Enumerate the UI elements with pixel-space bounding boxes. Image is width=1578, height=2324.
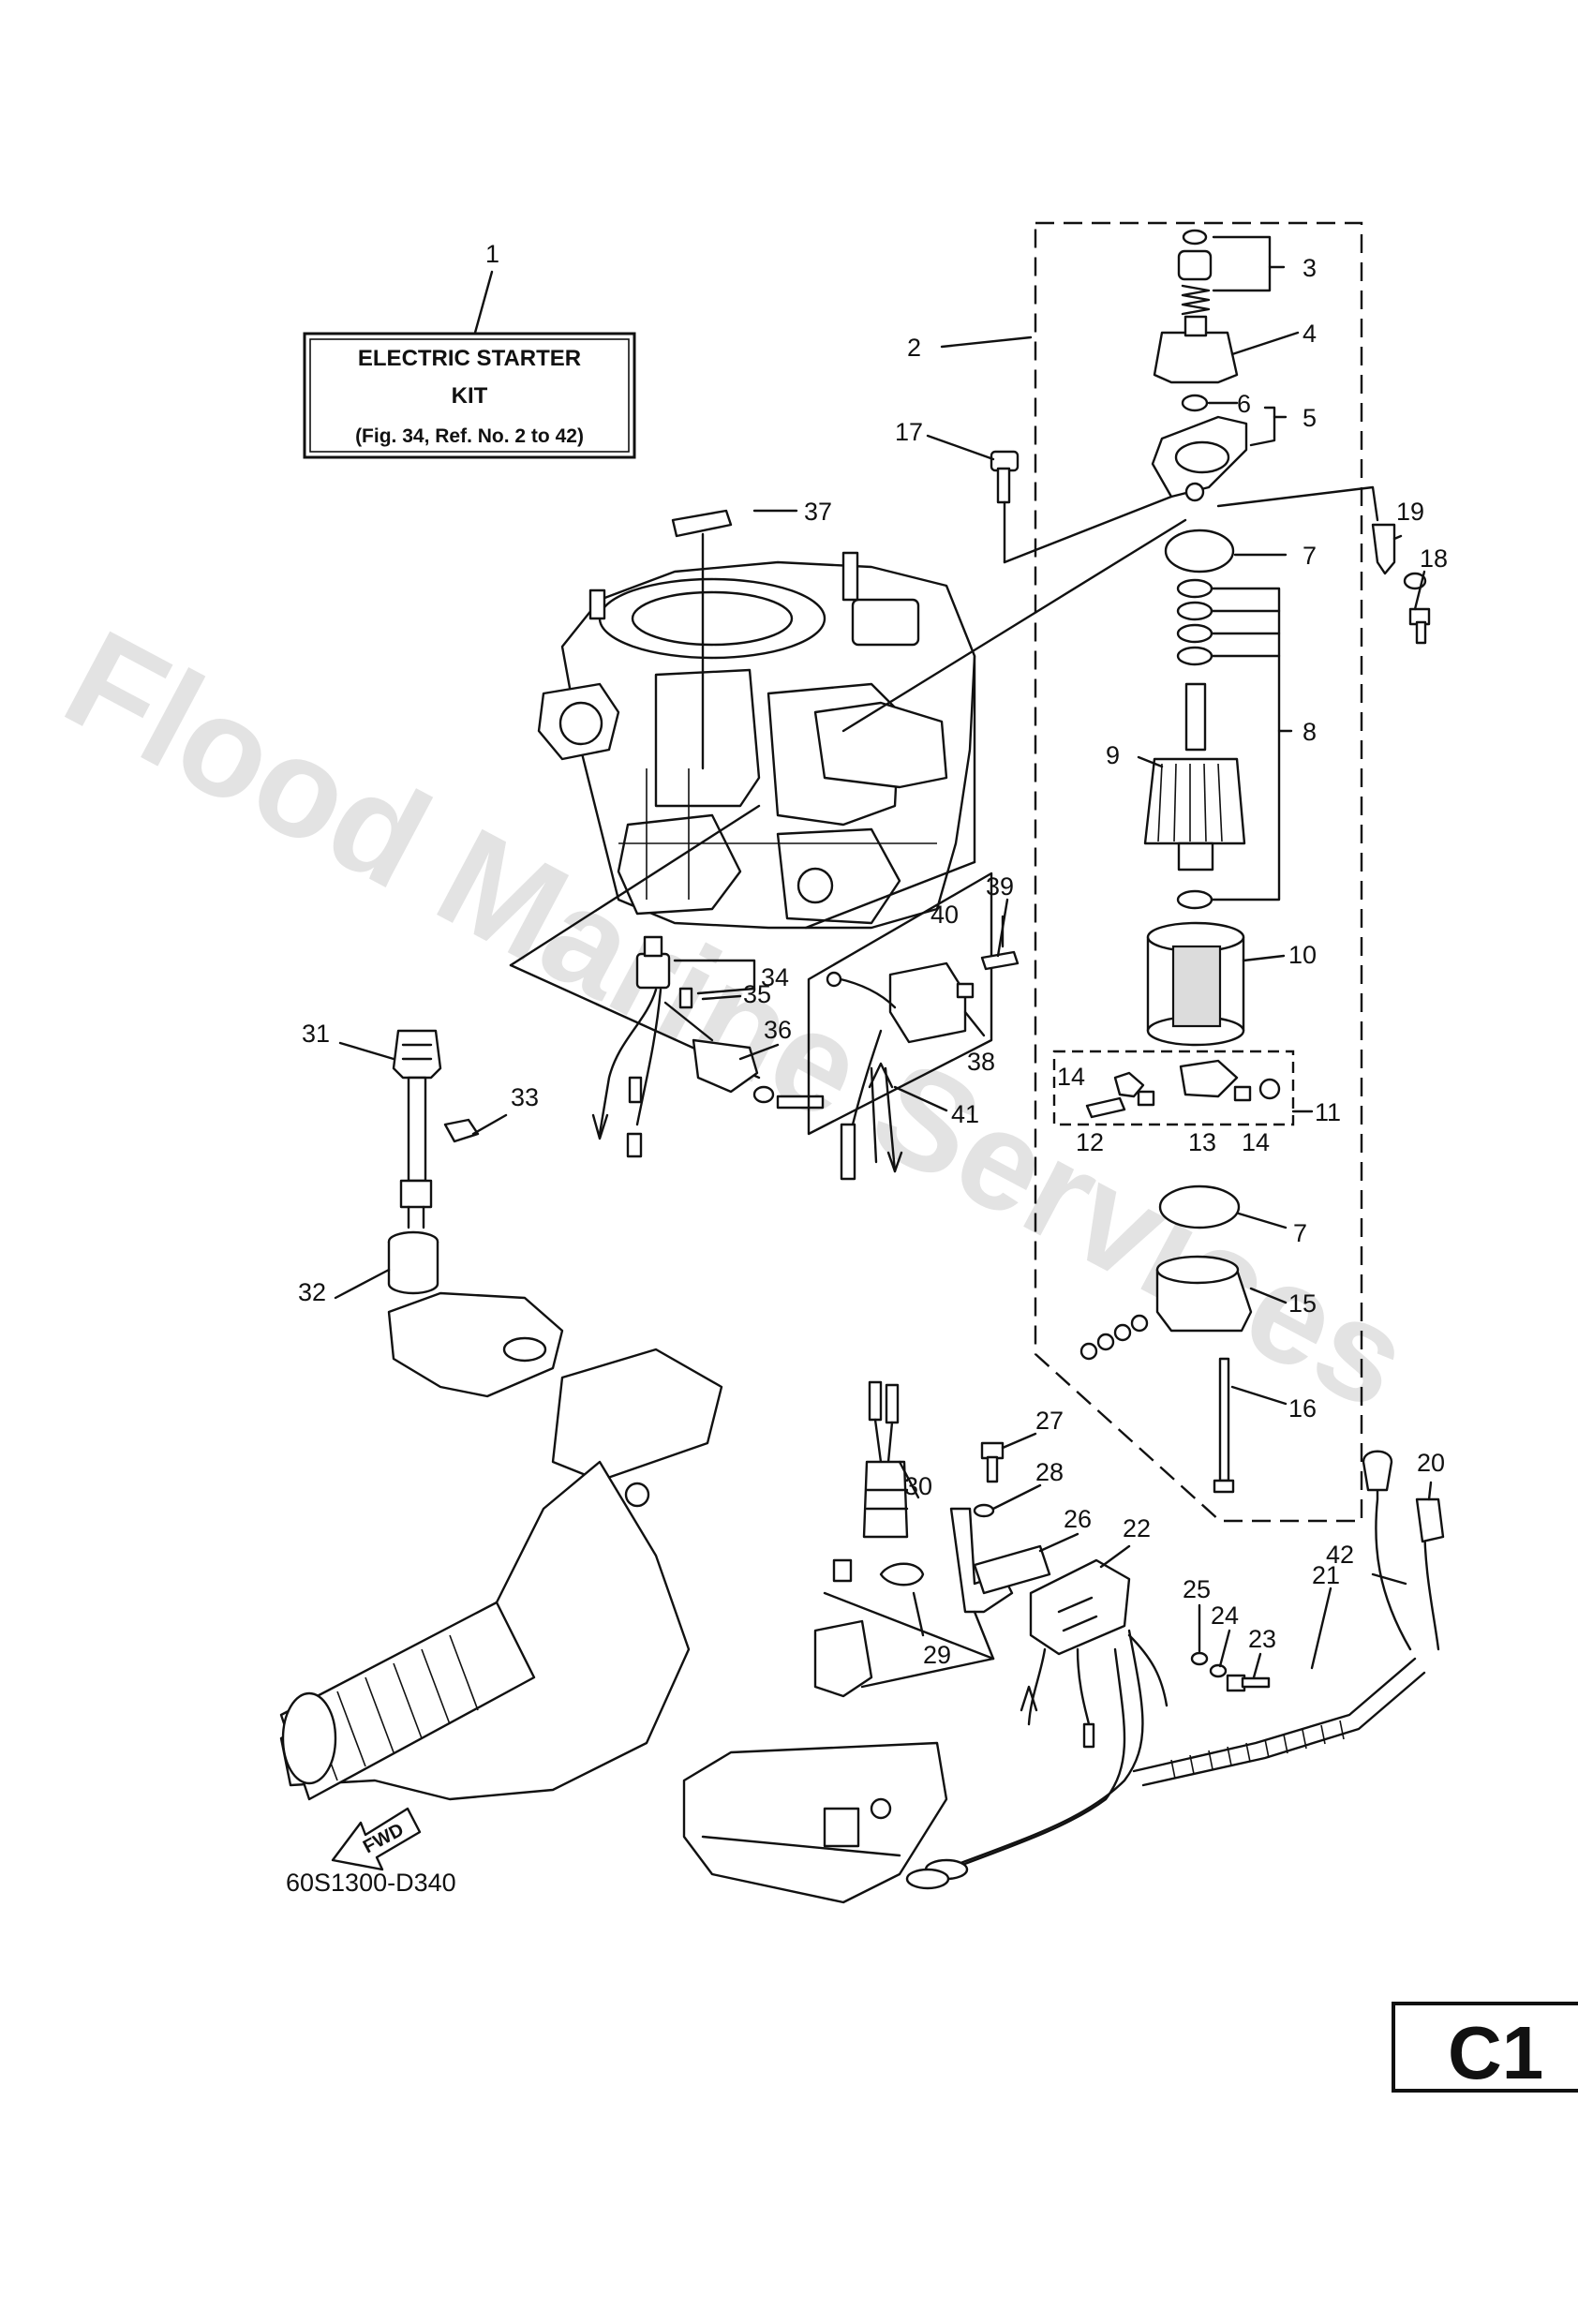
callout-35: 35 <box>743 980 771 1008</box>
diagram-code: 60S1300-D340 <box>286 1869 456 1897</box>
callout-36: 36 <box>764 1016 792 1044</box>
starter-switch-31 <box>392 1029 480 1229</box>
callout-42: 42 <box>1326 1541 1354 1569</box>
kit-title-line3: (Fig. 34, Ref. No. 2 to 42) <box>355 425 584 447</box>
callout-leaders <box>334 235 1433 1679</box>
relay-22 <box>1020 1558 1131 1749</box>
callout-numbers: 1 2 3 4 5 6 7 8 9 10 11 12 13 14 14 7 15… <box>298 240 1448 1669</box>
callout-14a: 14 <box>1057 1063 1085 1091</box>
bracket-29 <box>813 1558 873 1698</box>
callout-33: 33 <box>511 1083 539 1111</box>
callout-8: 8 <box>1303 718 1317 746</box>
starter-motor-parts <box>1052 229 1295 1494</box>
callout-10: 10 <box>1288 941 1317 969</box>
kit-label-box: ELECTRIC STARTER KIT (Fig. 34, Ref. No. … <box>303 270 636 459</box>
engine-block <box>537 551 976 930</box>
lower-cowl <box>682 1741 948 1904</box>
callout-12: 12 <box>1076 1128 1104 1156</box>
callout-4: 4 <box>1303 320 1317 348</box>
kit-title-line1: ELECTRIC STARTER <box>358 346 581 371</box>
callout-28: 28 <box>1035 1458 1064 1486</box>
callout-32: 32 <box>298 1278 326 1306</box>
fasteners-23-25 <box>1190 1651 1271 1692</box>
callout-15: 15 <box>1288 1289 1317 1318</box>
callout-14b: 14 <box>1242 1128 1270 1156</box>
callout-34: 34 <box>761 963 789 991</box>
callout-27: 27 <box>1035 1407 1064 1435</box>
callout-38: 38 <box>967 1048 995 1076</box>
bracket-26 <box>823 1441 1051 1689</box>
callout-20: 20 <box>1417 1449 1445 1477</box>
collar-32 <box>387 1230 439 1295</box>
page-tag-text: C1 <box>1448 2011 1543 2094</box>
tiller-handle <box>279 1291 723 1801</box>
callout-23: 23 <box>1248 1625 1276 1653</box>
callout-2: 2 <box>907 334 921 362</box>
callout-9: 9 <box>1106 741 1120 769</box>
callout-41: 41 <box>951 1100 979 1128</box>
callout-24: 24 <box>1211 1601 1239 1630</box>
callout-26: 26 <box>1064 1505 1092 1533</box>
callout-40: 40 <box>930 901 959 929</box>
fwd-arrow: FWD <box>331 1807 422 1871</box>
callout-17: 17 <box>895 418 923 446</box>
callout-5: 5 <box>1303 404 1317 432</box>
callout-19: 19 <box>1396 498 1424 526</box>
callout-7a: 7 <box>1303 542 1317 570</box>
cdi-module <box>807 872 1020 1181</box>
callout-25: 25 <box>1183 1575 1211 1603</box>
page-tag: C1 <box>1392 2002 1578 2094</box>
callout-16: 16 <box>1288 1394 1317 1423</box>
callout-30: 30 <box>904 1472 932 1500</box>
callout-31: 31 <box>302 1020 330 1048</box>
callout-39: 39 <box>986 872 1014 901</box>
callout-13: 13 <box>1188 1128 1216 1156</box>
clip-37 <box>671 509 733 770</box>
terminal-18-19 <box>1216 485 1431 645</box>
callout-1: 1 <box>485 240 499 268</box>
callout-21: 21 <box>1312 1561 1340 1589</box>
callout-3: 3 <box>1303 254 1317 282</box>
callout-29: 29 <box>923 1641 951 1669</box>
switch-30 <box>862 1380 925 1587</box>
battery-cables <box>905 1450 1445 1890</box>
starter-group-outline <box>1034 221 1363 1523</box>
callout-18: 18 <box>1420 544 1448 573</box>
callout-22: 22 <box>1123 1514 1151 1542</box>
callout-7b: 7 <box>1293 1219 1307 1247</box>
callout-6: 6 <box>1237 390 1251 418</box>
kit-title-line2: KIT <box>452 383 488 409</box>
callout-11: 11 <box>1315 1098 1341 1126</box>
harness-34-36 <box>591 935 825 1158</box>
bolt-17 <box>990 450 1173 564</box>
callout-37: 37 <box>804 498 832 526</box>
